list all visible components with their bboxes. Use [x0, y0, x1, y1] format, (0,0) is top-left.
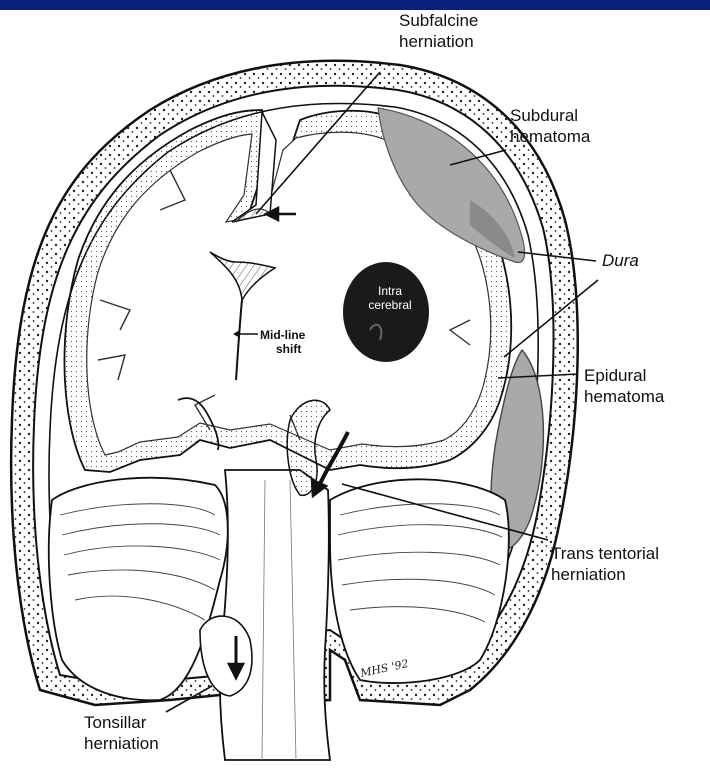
label-transtentorial-herniation: Trans tentorial herniation	[551, 543, 659, 585]
cerebellum-right	[330, 479, 509, 683]
label-midline-shift: Mid-line shift	[260, 328, 305, 356]
brainstem	[220, 470, 330, 760]
intracerebral-hemorrhage	[343, 262, 429, 362]
label-subfalcine-herniation: Subfalcine herniation	[399, 10, 478, 52]
label-epidural-hematoma: Epidural hematoma	[584, 365, 664, 407]
label-intracerebral: Intra cerebral	[360, 284, 420, 312]
label-tonsillar-herniation: Tonsillar herniation	[84, 712, 159, 754]
label-dura: Dura	[602, 250, 639, 271]
label-subdural-hematoma: Subdural hematoma	[510, 105, 590, 147]
